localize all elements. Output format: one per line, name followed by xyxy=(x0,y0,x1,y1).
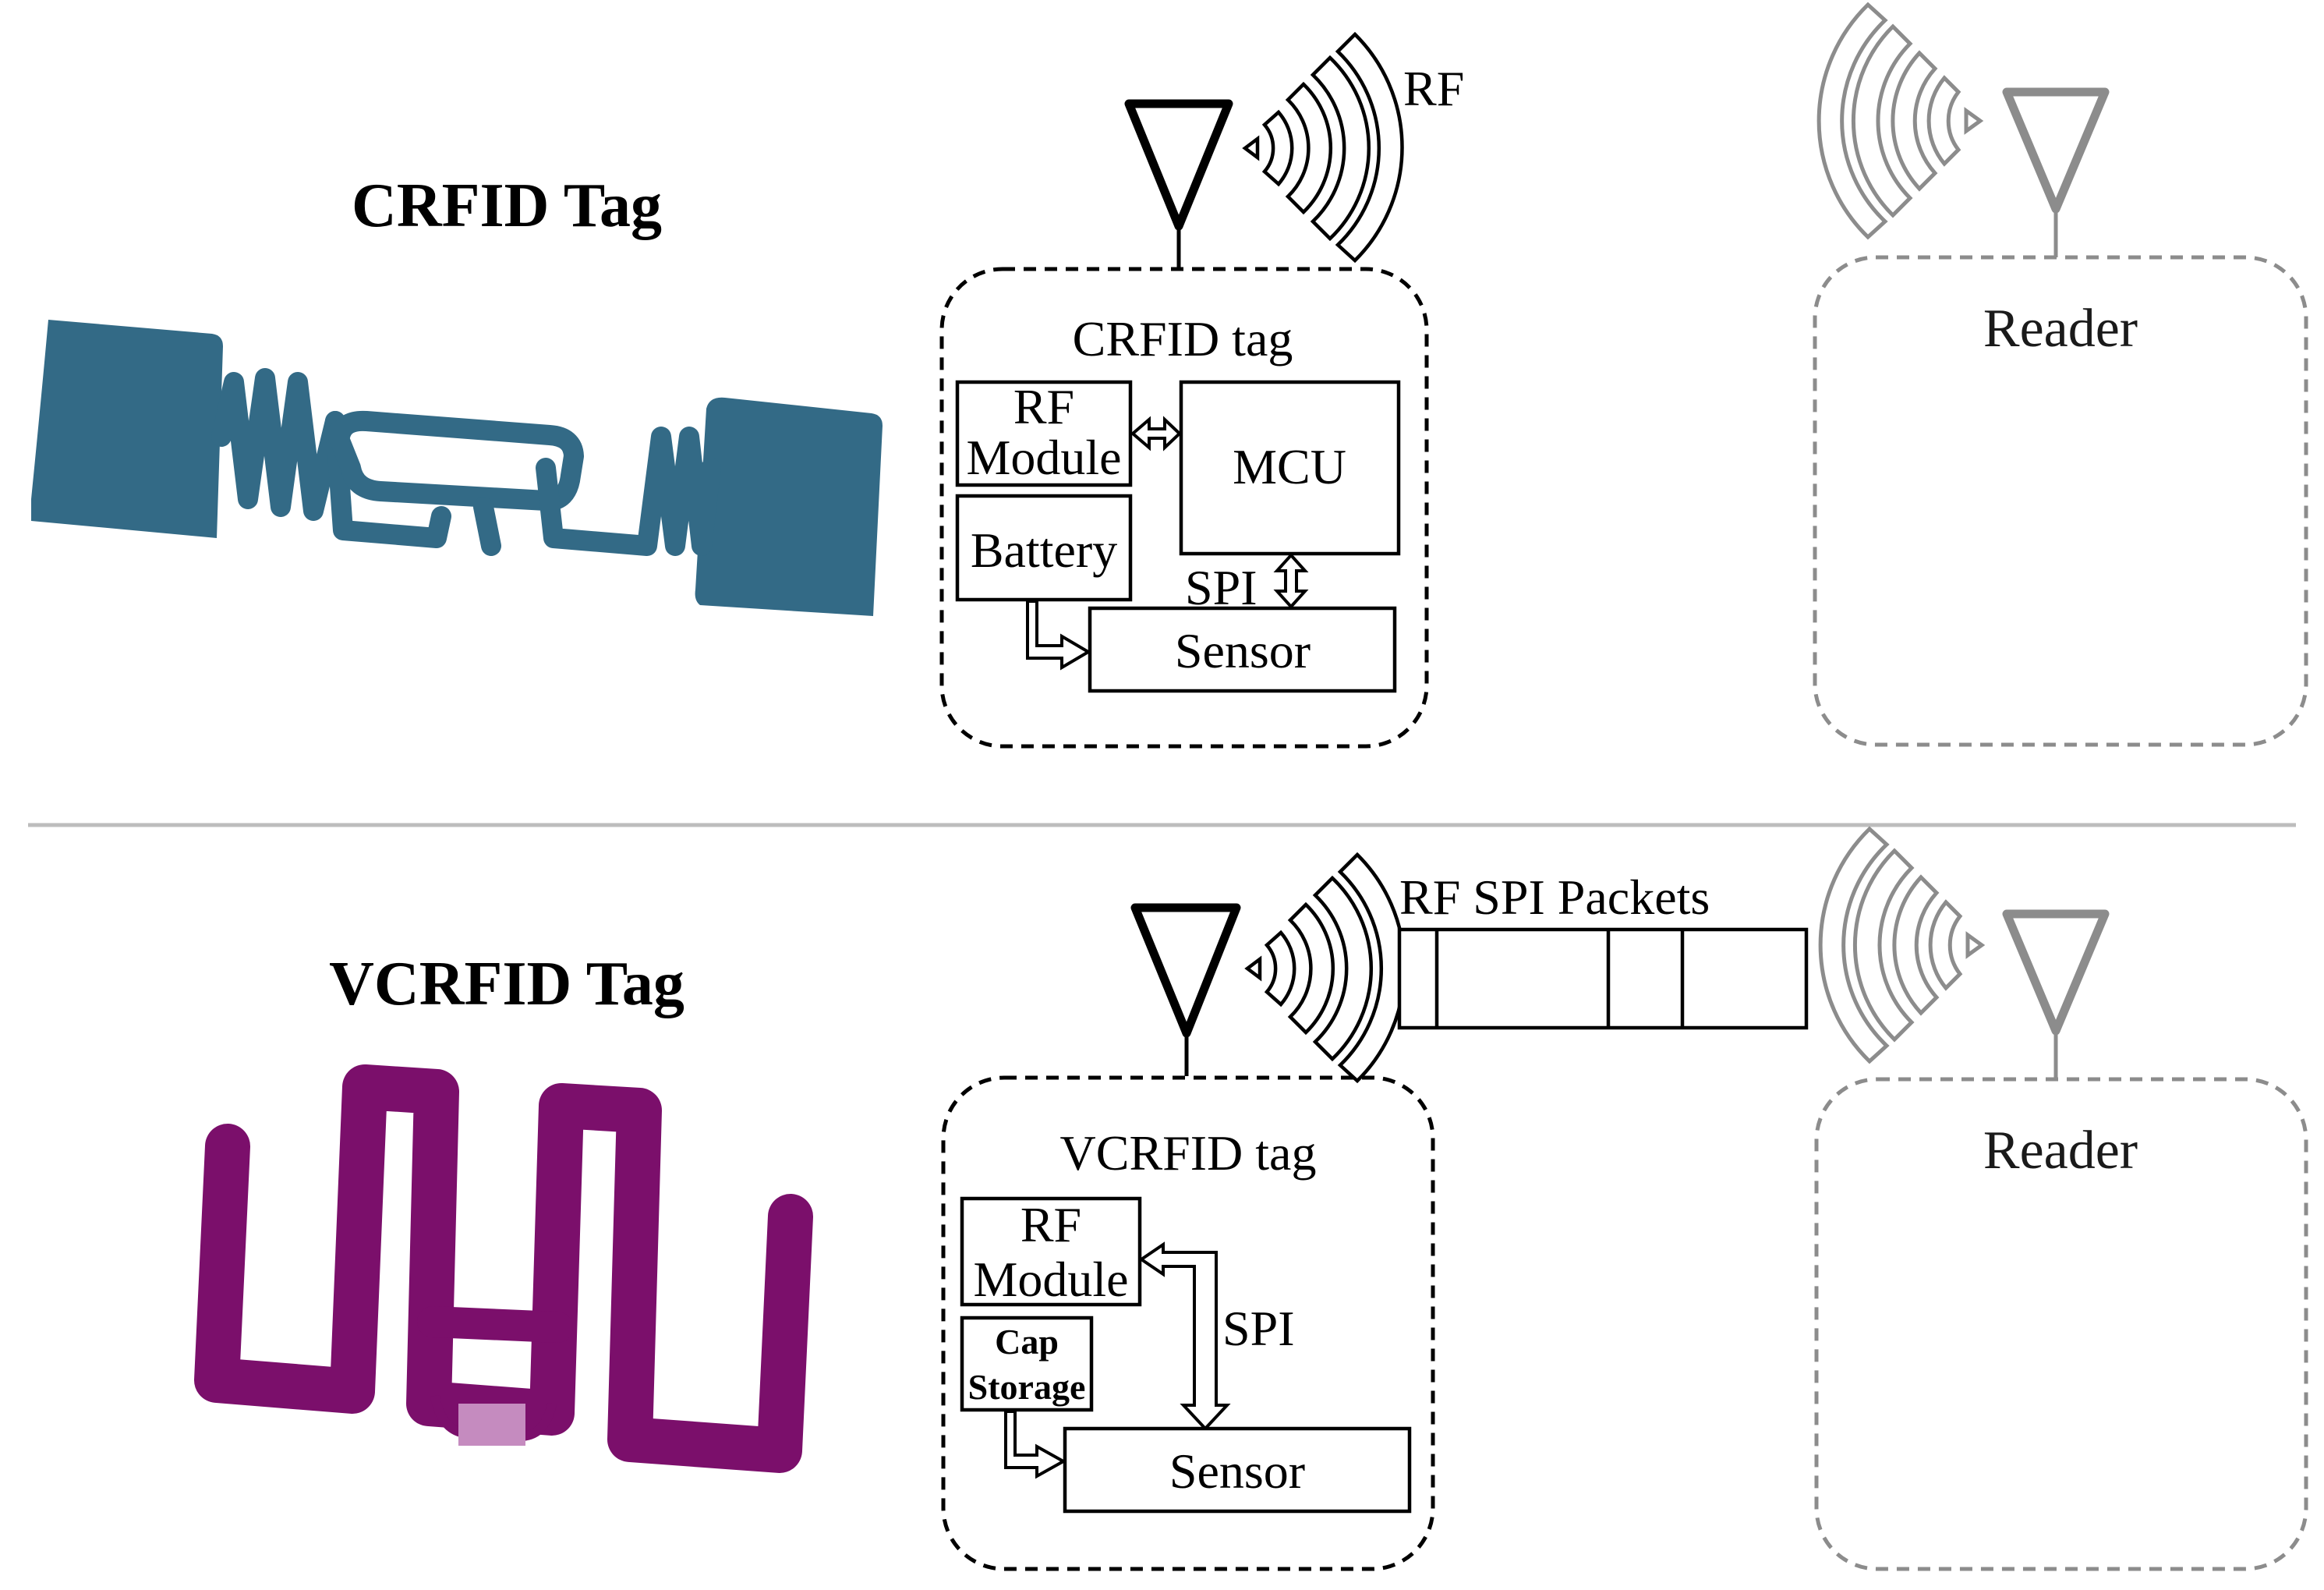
crfid-tag-right-pad xyxy=(695,397,883,616)
crfid-tag-meander-antenna xyxy=(211,368,721,556)
crfid-rf-module-label-1: RF xyxy=(1013,379,1074,434)
vcrfid-sensor-block: Sensor xyxy=(1063,1426,1412,1514)
crfid-tag-illustration xyxy=(31,320,883,616)
crfid-tag-antenna-icon xyxy=(1124,99,1233,269)
vcrfid-rf-module-label-1: RF xyxy=(1021,1197,1081,1252)
vcrfid-reader-label: Reader xyxy=(1983,1121,2138,1181)
vcrfid-tag-meander-antenna xyxy=(194,1064,813,1473)
vcrfid-rf-module-block: RF Module xyxy=(960,1196,1142,1307)
vcrfid-packet-strip xyxy=(1397,927,1809,1030)
crfid-mcu-block: MCU xyxy=(1179,380,1401,556)
vcrfid-heading: VCRFID Tag xyxy=(329,950,684,1018)
vcrfid-rf-module-label-2: Module xyxy=(973,1252,1128,1307)
crfid-rf-label: RF xyxy=(1403,61,1464,116)
vcrfid-cap-label-2: Storage xyxy=(968,1367,1086,1407)
vcrfid-rf-wave-icon xyxy=(1244,852,1406,1084)
vcrfid-cap-sensor-arrow-icon xyxy=(1004,1410,1067,1479)
vcrfid-tag-illustration xyxy=(194,1064,813,1473)
vcrfid-sensor-label: Sensor xyxy=(1169,1443,1305,1499)
vcrfid-tag-box-title: VCRFID tag xyxy=(1060,1125,1317,1181)
crfid-reader-label: Reader xyxy=(1983,299,2138,359)
crfid-reader-antenna-icon xyxy=(2002,87,2110,257)
crfid-battery-label: Battery xyxy=(971,522,1117,578)
vcrfid-tag-antenna-icon xyxy=(1130,903,1241,1076)
crfid-mcu-label: MCU xyxy=(1233,439,1346,494)
crfid-rf-mcu-arrow-icon xyxy=(1130,416,1182,452)
crfid-rf-module-block: RF Module xyxy=(955,379,1133,487)
crfid-rf-wave-icon xyxy=(1242,31,1404,264)
crfid-sensor-block: Sensor xyxy=(1088,606,1397,693)
crfid-reader-rf-wave-icon xyxy=(1816,2,1984,240)
crfid-spi-arrow-icon xyxy=(1273,553,1309,609)
vcrfid-tag-chip xyxy=(458,1404,525,1446)
vcrfid-reader-rf-wave-icon xyxy=(1818,826,1986,1064)
crfid-tag-box xyxy=(939,267,1429,749)
crfid-battery-sensor-arrow-icon xyxy=(1026,600,1091,671)
crfid-heading: CRFID Tag xyxy=(352,172,662,240)
vcrfid-cap-label-1: Cap xyxy=(995,1322,1059,1362)
vcrfid-spi-label: SPI xyxy=(1222,1301,1295,1356)
crfid-spi-label: SPI xyxy=(1185,560,1258,615)
vcrfid-cap-storage-block: Cap Storage xyxy=(960,1316,1094,1412)
crfid-battery-block: Battery xyxy=(955,494,1133,602)
vcrfid-rf-spi-packets-label: RF SPI Packets xyxy=(1399,869,1710,925)
vcrfid-tag-crossbar xyxy=(417,1306,573,1343)
vcrfid-spi-arrow-icon xyxy=(1138,1241,1231,1431)
vcrfid-reader-antenna-icon xyxy=(2002,909,2110,1079)
crfid-tag-left-pad xyxy=(31,320,223,538)
crfid-sensor-label: Sensor xyxy=(1175,623,1311,678)
crfid-tag-box-title: CRFID tag xyxy=(1073,311,1293,367)
crfid-rf-module-label-2: Module xyxy=(966,430,1121,485)
